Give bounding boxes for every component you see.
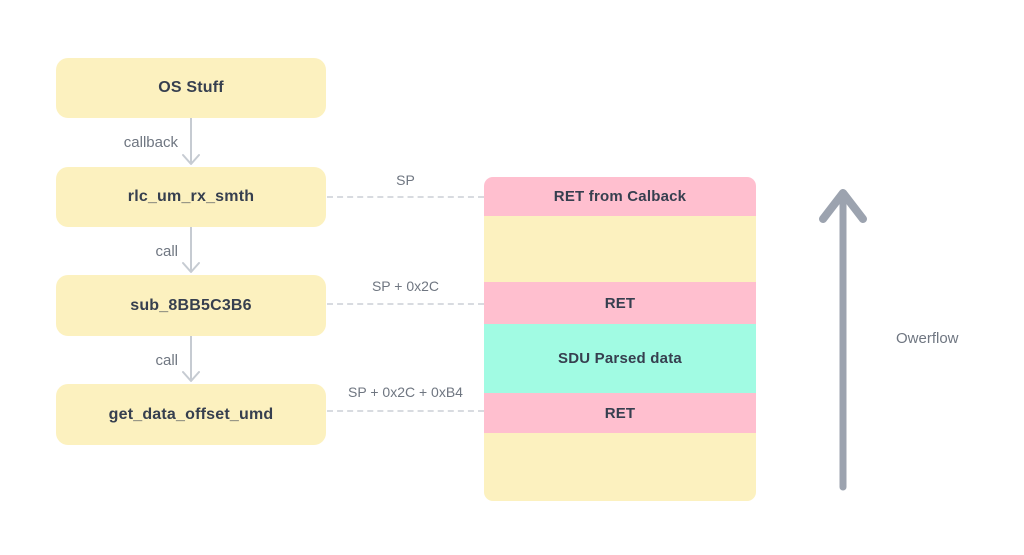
stack-row-filler-2 — [484, 433, 756, 501]
pointer-dashed-line-sp-0x2c — [327, 303, 484, 305]
edge-label-call-2: call — [155, 352, 178, 369]
pointer-dashed-line-sp-0x2c-0xb4 — [327, 410, 484, 412]
down-arrow-icon — [182, 336, 200, 382]
stack-pointer-label-sp-0x2c: SP + 0x2C — [371, 278, 440, 294]
stack-row-ret-from-callback: RET from Calback — [484, 177, 756, 216]
stack-row-sdu-parsed-data: SDU Parsed data — [484, 324, 756, 393]
stack-memory-box: RET from Calback RET SDU Parsed data RET — [484, 177, 756, 501]
stack-pointer-label-sp: SP — [396, 172, 415, 188]
stack-row-filler-1 — [484, 216, 756, 282]
edge-label-call-1: call — [155, 243, 178, 260]
flow-node-get-data-offset-umd: get_data_offset_umd — [56, 384, 326, 445]
stack-row-ret-2: RET — [484, 393, 756, 433]
stack-row-ret-1: RET — [484, 282, 756, 324]
flow-node-os-stuff: OS Stuff — [56, 58, 326, 118]
down-arrow-icon — [182, 118, 200, 165]
overflow-up-arrow-icon — [819, 189, 867, 491]
overflow-label: Owerflow — [896, 330, 959, 347]
down-arrow-icon — [182, 227, 200, 273]
pointer-dashed-line-sp — [327, 196, 484, 198]
edge-label-callback: callback — [123, 134, 178, 151]
stack-pointer-label-sp-0x2c-0xb4: SP + 0x2C + 0xB4 — [348, 384, 463, 400]
flow-node-sub-8bb5c3b6: sub_8BB5C3B6 — [56, 275, 326, 336]
flow-node-rlc-um-rx-smth: rlc_um_rx_smth — [56, 167, 326, 227]
